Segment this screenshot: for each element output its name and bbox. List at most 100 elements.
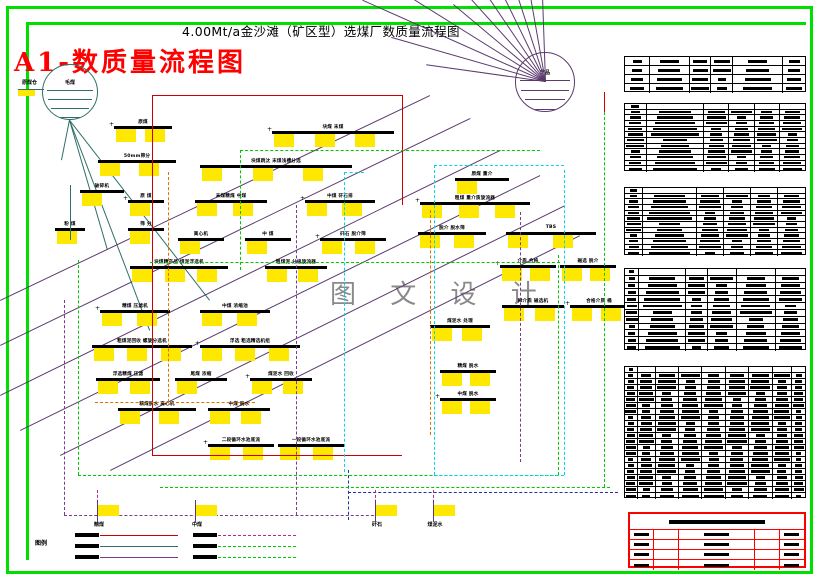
data-box bbox=[355, 134, 376, 147]
cell-text-blob bbox=[754, 217, 774, 220]
table-row bbox=[625, 149, 805, 155]
table-cell bbox=[704, 115, 730, 120]
table-cell bbox=[780, 110, 805, 115]
cell-text-blob bbox=[698, 245, 722, 249]
data-table bbox=[624, 187, 806, 256]
table-cell bbox=[679, 427, 703, 432]
table-cell bbox=[625, 344, 640, 351]
table-cell bbox=[625, 160, 647, 166]
junction-plus: + bbox=[203, 439, 209, 446]
table-row bbox=[625, 337, 805, 345]
cell-text-blob bbox=[780, 251, 802, 255]
table-cell bbox=[625, 244, 643, 250]
cell-text-blob bbox=[782, 277, 799, 281]
table-cell bbox=[639, 309, 687, 316]
cell-text-blob bbox=[652, 240, 687, 243]
cell-text-blob bbox=[629, 194, 638, 198]
drawing-frame-inner bbox=[26, 22, 806, 560]
table-cell bbox=[749, 493, 773, 499]
table-row bbox=[625, 227, 805, 234]
title-block-row bbox=[630, 530, 804, 540]
table-cell bbox=[783, 66, 805, 74]
table-row bbox=[625, 221, 805, 228]
cell-text-blob bbox=[747, 325, 765, 328]
table-cell bbox=[625, 415, 638, 420]
cell-text-blob bbox=[753, 410, 768, 413]
table-cell bbox=[704, 132, 730, 137]
product-output-line bbox=[375, 500, 376, 522]
table-cell bbox=[755, 109, 780, 115]
table-cell bbox=[737, 296, 777, 303]
cell-text-blob bbox=[776, 482, 788, 485]
table-cell bbox=[729, 149, 755, 154]
table-cell bbox=[625, 487, 638, 492]
junction-plus: + bbox=[267, 126, 273, 133]
cell-text-blob bbox=[775, 398, 789, 401]
equipment-bar bbox=[208, 444, 274, 447]
data-box bbox=[197, 203, 217, 216]
table-cell bbox=[625, 221, 643, 227]
table-row bbox=[625, 439, 805, 445]
cell-text-blob bbox=[642, 488, 650, 491]
cell-text-blob bbox=[648, 211, 691, 215]
data-box bbox=[442, 373, 462, 386]
table-cell bbox=[726, 445, 750, 450]
cell-text-blob bbox=[689, 325, 704, 328]
cell-text-blob bbox=[794, 470, 803, 473]
cell-text-blob bbox=[639, 428, 653, 431]
table-cell bbox=[708, 303, 737, 309]
table-cell bbox=[702, 367, 726, 372]
cell-text-blob bbox=[781, 331, 800, 335]
equipment-bar bbox=[195, 200, 267, 203]
cell-text-blob bbox=[625, 404, 636, 407]
cell-text-blob bbox=[702, 223, 718, 226]
source-feed-line bbox=[18, 89, 44, 91]
table-row bbox=[625, 303, 805, 310]
cell-text-blob bbox=[655, 161, 695, 165]
title-block-cell bbox=[755, 560, 780, 570]
table-cell bbox=[751, 188, 778, 193]
cell-text-blob bbox=[662, 434, 672, 437]
legend-sample-label bbox=[193, 533, 217, 537]
cell-text-blob bbox=[730, 458, 744, 461]
cell-text-blob bbox=[634, 553, 649, 556]
table-cell bbox=[625, 204, 643, 210]
cell-text-blob bbox=[762, 144, 772, 148]
legend-sample-label bbox=[75, 533, 99, 537]
title-block-cell bbox=[780, 540, 804, 549]
cell-text-blob bbox=[642, 304, 682, 308]
table-cell bbox=[773, 379, 793, 384]
table-cell bbox=[780, 132, 805, 137]
table-cell bbox=[625, 233, 643, 238]
product-output-line bbox=[97, 500, 98, 522]
cell-text-blob bbox=[796, 494, 801, 498]
table-cell bbox=[638, 481, 656, 486]
table-cell bbox=[780, 127, 805, 132]
cell-text-blob bbox=[712, 311, 732, 315]
table-cell bbox=[724, 216, 751, 221]
table-cell bbox=[792, 421, 805, 426]
cell-text-blob bbox=[626, 311, 638, 315]
data-box bbox=[164, 269, 185, 282]
cell-text-blob bbox=[776, 392, 788, 395]
table-cell bbox=[625, 75, 651, 83]
cell-text-blob bbox=[709, 410, 718, 413]
table-cell bbox=[792, 409, 805, 414]
table-cell bbox=[755, 126, 780, 132]
table-cell bbox=[749, 439, 773, 444]
cell-text-blob bbox=[654, 194, 685, 198]
table-cell bbox=[778, 211, 805, 216]
data-box bbox=[355, 241, 375, 254]
data-box bbox=[197, 269, 218, 282]
cell-text-blob bbox=[731, 452, 743, 455]
table-row bbox=[625, 463, 805, 469]
table-row bbox=[625, 120, 805, 127]
table-row bbox=[625, 296, 805, 304]
table-cell bbox=[778, 216, 805, 221]
cell-text-blob bbox=[752, 416, 769, 419]
table-cell bbox=[625, 132, 647, 137]
table-cell bbox=[650, 84, 690, 93]
equipment-label: TBS bbox=[545, 225, 557, 230]
table-cell bbox=[737, 309, 777, 316]
cell-text-blob bbox=[625, 318, 638, 322]
